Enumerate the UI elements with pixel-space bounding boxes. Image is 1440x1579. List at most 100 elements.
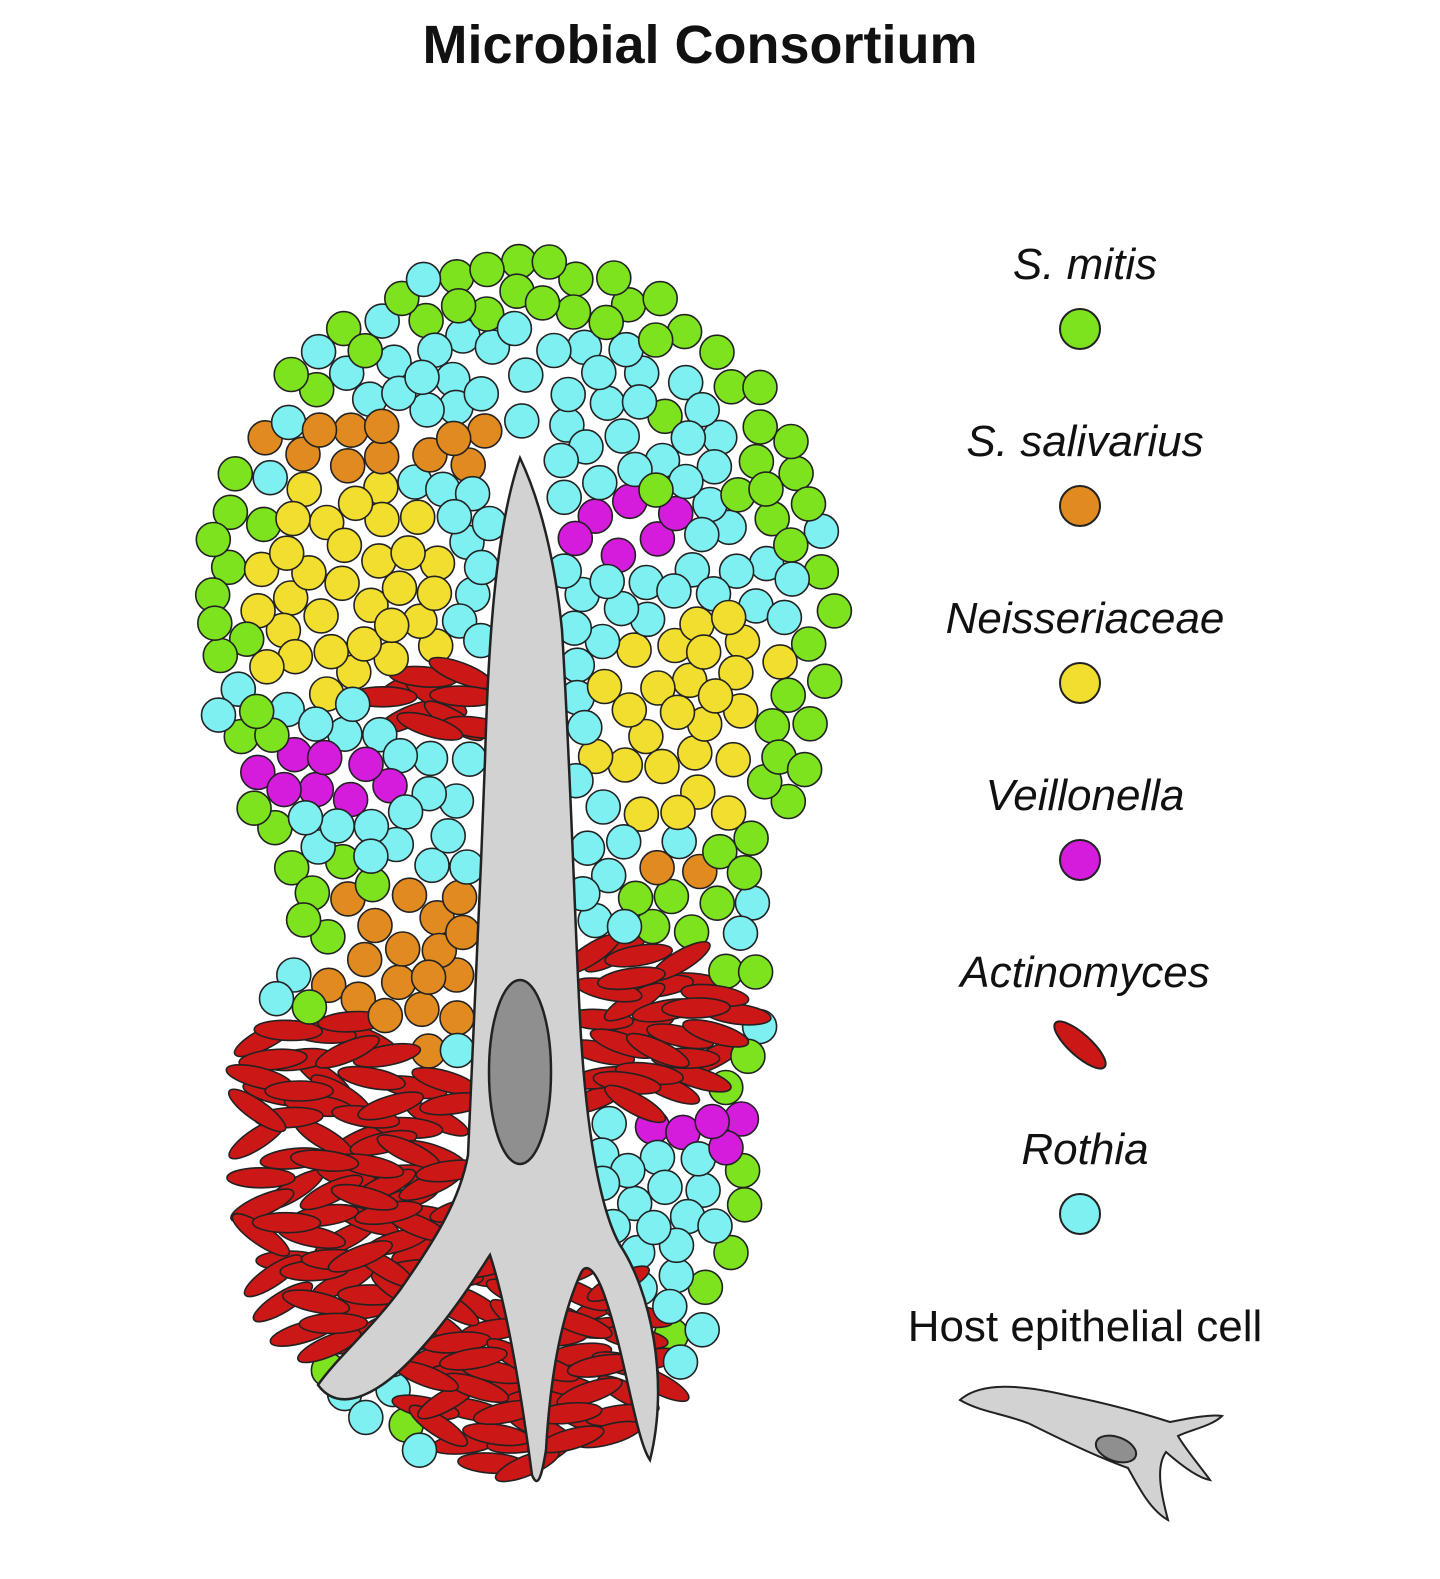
- s-mitis-cell: [291, 989, 328, 1025]
- rothia-cell: [718, 553, 755, 590]
- legend-swatch-rothia: [1059, 1193, 1101, 1235]
- s-mitis-cell: [816, 593, 853, 629]
- actinomyces-rod: [315, 1034, 380, 1069]
- neisseriaceae-cell: [381, 570, 418, 607]
- neisseriaceae-cell: [313, 633, 349, 670]
- s-salivarius-cell: [346, 941, 383, 978]
- s-mitis-cell: [555, 294, 592, 330]
- s-mitis-cell: [217, 455, 254, 492]
- rothia-cell: [319, 808, 355, 844]
- rothia-cell: [463, 549, 500, 586]
- rothia-cell: [722, 915, 759, 952]
- s-mitis-cell: [792, 705, 828, 742]
- rothia-cell: [667, 364, 704, 401]
- rothia-cell: [580, 354, 617, 391]
- neisseriaceae-circle: [1059, 662, 1101, 704]
- legend-label-s-salivarius: S. salivarius: [966, 417, 1204, 466]
- actinomyces-rod: [281, 1289, 351, 1315]
- s-mitis-cell: [726, 854, 763, 891]
- neisseriaceae-cell: [623, 796, 660, 833]
- actinomyces-rod: [357, 1091, 425, 1121]
- rothia-cell: [566, 709, 603, 746]
- rothia-cell: [387, 794, 424, 830]
- s-mitis-cell: [790, 626, 827, 662]
- actinomyces-rod: [253, 1019, 323, 1042]
- rothia-cell: [651, 1288, 688, 1325]
- rothia-cell: [647, 1169, 683, 1206]
- host-cell-icon-nucleus: [1094, 1434, 1138, 1464]
- actinomyces-rod: [330, 1183, 399, 1211]
- veillonella-cell: [657, 495, 694, 532]
- s-salivarius-circle: [1059, 485, 1101, 527]
- s-mitis-cell: [778, 455, 814, 492]
- host-cell-icon: [958, 1385, 1225, 1523]
- neisseriaceae-cell: [644, 748, 680, 785]
- s-salivarius-cell: [441, 879, 478, 916]
- actinomyces-rod: [337, 1065, 406, 1091]
- legend-swatch-veillonella: [1059, 839, 1101, 881]
- s-mitis-cell: [236, 790, 272, 827]
- s-mitis-cell: [772, 527, 809, 563]
- neisseriaceae-cell: [346, 626, 382, 662]
- diagram-title: Microbial Consortium: [422, 15, 978, 75]
- rothia-cell: [697, 1208, 733, 1244]
- s-mitis-cell: [708, 953, 744, 990]
- s-mitis-cell: [440, 288, 477, 324]
- rothia-cell: [258, 980, 295, 1017]
- rothia-cell: [590, 857, 627, 894]
- rothia-cell: [668, 463, 704, 500]
- s-mitis-cell: [733, 820, 769, 857]
- actinomyces-rod: [327, 1240, 393, 1273]
- legend-label-host-epithelial-cell: Host epithelial cell: [907, 1302, 1263, 1351]
- rothia-cell: [463, 376, 500, 412]
- rothia-cell: [606, 908, 643, 945]
- neisseriaceae-cell: [337, 485, 374, 522]
- veillonella-cell: [306, 739, 343, 776]
- legend-label-actinomyces: Actinomyces: [960, 948, 1210, 997]
- neisseriaceae-cell: [324, 565, 360, 602]
- s-mitis-cell: [803, 553, 840, 590]
- rothia-cell: [684, 1312, 721, 1348]
- actinomyces-rod: [625, 1032, 690, 1069]
- actinomyces-rod: [227, 1088, 287, 1133]
- s-mitis-cell: [790, 486, 827, 522]
- neisseriaceae-cell: [268, 535, 305, 572]
- rothia-cell: [591, 1105, 628, 1142]
- rothia-cell: [287, 799, 324, 836]
- legend-label-s-mitis: S. mitis: [1012, 240, 1158, 289]
- s-mitis-cell: [701, 833, 738, 870]
- rothia-cell: [635, 1209, 672, 1246]
- neisseriaceae-cell: [611, 692, 648, 728]
- s-mitis-cell: [238, 693, 275, 730]
- s-mitis-cell: [699, 885, 736, 922]
- neisseriaceae-cell: [303, 598, 339, 634]
- neisseriaceae-cell: [399, 499, 436, 536]
- s-mitis-cell: [699, 334, 735, 370]
- actinomyces-rod: [556, 1377, 623, 1408]
- s-salivarius-cell: [357, 907, 393, 944]
- s-mitis-cell: [285, 902, 322, 938]
- s-salivarius-cell: [367, 997, 404, 1034]
- rothia-cell: [639, 1139, 676, 1176]
- s-salivarius-cell: [435, 420, 472, 457]
- rothia-cell: [589, 563, 626, 600]
- legend-label-veillonella: Veillonella: [985, 771, 1185, 820]
- microbial-consortium-illustration: [194, 243, 853, 1483]
- rothia-cell: [589, 385, 626, 421]
- veillonella-cell: [266, 771, 302, 808]
- neisseriaceae-cell: [718, 654, 754, 691]
- s-mitis-cell: [212, 494, 249, 531]
- rothia-cell: [353, 838, 389, 875]
- rothia-cell: [430, 817, 467, 854]
- rothia-cell: [683, 516, 720, 553]
- s-mitis-cell: [197, 605, 233, 642]
- rothia-cell: [451, 741, 488, 778]
- actinomyces-rod: [439, 1346, 508, 1371]
- rothia-cell: [696, 448, 733, 485]
- rothia-cell: [436, 498, 473, 535]
- rothia-cell: [550, 376, 587, 413]
- rothia-cell: [200, 697, 237, 733]
- s-mitis-cell: [531, 244, 568, 280]
- neisseriaceae-cell: [762, 644, 798, 680]
- actinomyces-rod: [251, 1211, 322, 1234]
